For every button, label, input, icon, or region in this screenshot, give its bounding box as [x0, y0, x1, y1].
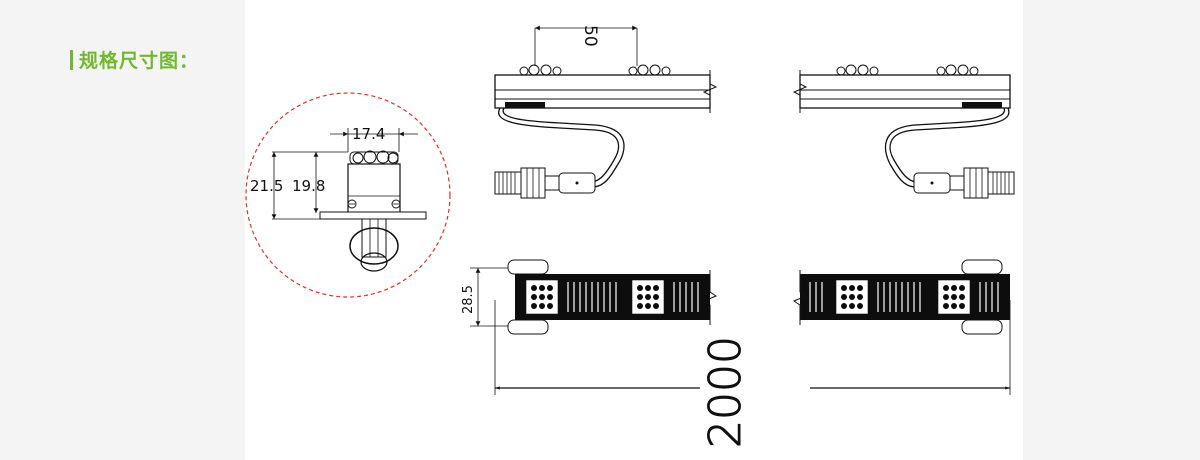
top-view: 28.5 [461, 259, 1011, 449]
dim-pitch-label: 50 [580, 25, 600, 47]
side-view: 50 [494, 25, 1015, 199]
dim-length-label: 2000 [700, 336, 751, 448]
section-title: 规格尺寸图： [70, 46, 199, 73]
cross-section-view: 17.4 21.5 19.8 [245, 92, 451, 298]
section-title-text: 规格尺寸图： [79, 50, 200, 72]
dim-width-label: 17.4 [352, 125, 385, 143]
detail-circle [245, 92, 451, 298]
dim-body-height-label: 19.8 [292, 177, 325, 195]
title-accent-bar [70, 49, 73, 70]
dim-top-width-label: 28.5 [461, 285, 476, 314]
dim-total-height-label: 21.5 [250, 177, 283, 195]
